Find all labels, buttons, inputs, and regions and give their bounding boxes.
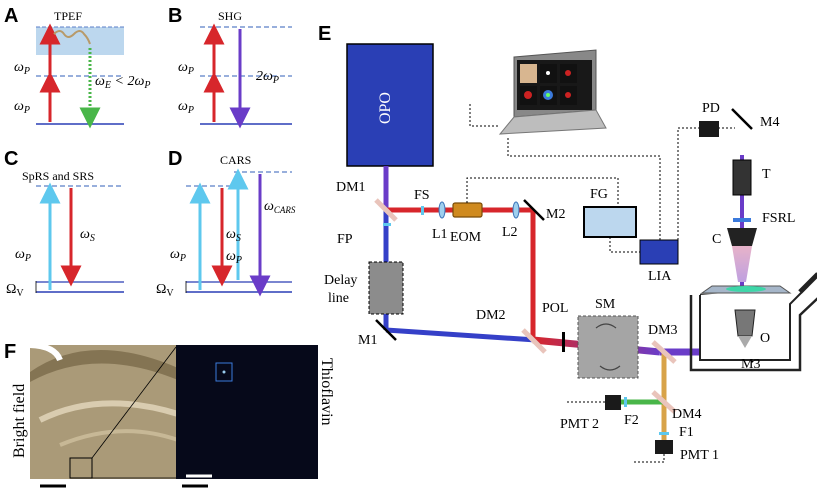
svg-text:SM: SM	[595, 297, 616, 312]
dm4	[651, 390, 677, 414]
panel-d-label: D	[168, 148, 182, 170]
panel-c-energy-diagram: SpRS and SRS ωP ωS ΩV	[6, 169, 124, 299]
cars-title: CARS	[220, 153, 251, 167]
opo-source	[346, 43, 434, 167]
dm1	[374, 198, 398, 222]
svg-text:PMT 1: PMT 1	[680, 448, 719, 463]
svg-text:ωP: ωP	[15, 247, 31, 264]
svg-text:ωP: ωP	[178, 60, 194, 77]
svg-text:ωS: ωS	[226, 227, 241, 244]
svg-text:O: O	[760, 331, 770, 346]
panel-f-images: Bright field Thioflavin	[11, 342, 335, 488]
svg-text:2ωP: 2ωP	[256, 69, 279, 86]
panel-b-energy-diagram: SHG ωP ωP 2ωP	[178, 9, 292, 129]
svg-text:F2: F2	[624, 413, 639, 428]
panel-e-setup: OPO	[324, 43, 817, 463]
svg-text:ωP: ωP	[178, 99, 194, 116]
svg-text:ωCARS: ωCARS	[264, 199, 296, 215]
svg-text:ωE < 2ωP: ωE < 2ωP	[95, 74, 150, 91]
svg-text:C: C	[712, 232, 721, 247]
bright-field-label: Bright field	[11, 384, 28, 458]
lock-in-amplifier	[639, 239, 679, 265]
condenser	[727, 228, 757, 246]
svg-text:Delay: Delay	[324, 273, 357, 288]
tpef-title: TPEF	[54, 9, 82, 23]
stokes-beam-horizontal	[385, 327, 537, 343]
pmt2	[605, 395, 621, 410]
m2	[523, 199, 545, 221]
svg-text:ΩV: ΩV	[156, 282, 174, 299]
function-generator	[583, 206, 637, 238]
panel-d-energy-diagram: CARS ωP ωS ωP ωCARS ΩV	[156, 153, 296, 299]
svg-text:DM3: DM3	[648, 323, 678, 338]
l2	[512, 201, 520, 219]
panel-c-label: C	[4, 148, 18, 170]
panel-a-energy-diagram: TPEF ωP ωP ωE < 2ωP	[14, 9, 150, 129]
svg-text:line: line	[328, 291, 349, 306]
delay-line	[368, 261, 404, 315]
svg-text:L2: L2	[502, 225, 518, 240]
svg-text:PMT 2: PMT 2	[560, 417, 599, 432]
laptop	[469, 49, 607, 135]
photodiode	[699, 121, 719, 137]
svg-text:FSRL: FSRL	[762, 211, 795, 226]
svg-text:ωP: ωP	[170, 247, 186, 264]
fs	[421, 206, 424, 215]
thioflavin-image	[176, 345, 318, 479]
pmt1	[655, 440, 673, 454]
panel-a-label: A	[4, 5, 18, 27]
thioflavin-label: Thioflavin	[318, 358, 335, 426]
svg-text:EOM: EOM	[450, 230, 482, 245]
svg-text:ωP: ωP	[226, 249, 242, 266]
svg-text:M3: M3	[741, 357, 760, 372]
svg-text:DM1: DM1	[336, 180, 366, 195]
panel-b-label: B	[168, 5, 182, 27]
panel-f-label: F	[4, 341, 16, 363]
m4	[731, 108, 753, 130]
svg-text:PD: PD	[702, 101, 720, 116]
dm3	[651, 340, 677, 364]
microscope	[689, 272, 817, 372]
svg-text:FS: FS	[414, 188, 430, 203]
telescope	[732, 159, 752, 196]
svg-text:FG: FG	[590, 187, 608, 202]
svg-text:L1: L1	[432, 227, 448, 242]
svg-text:DM2: DM2	[476, 308, 506, 323]
svg-text:ωS: ωS	[80, 227, 95, 244]
opo-label: OPO	[377, 92, 394, 124]
svg-text:FP: FP	[337, 232, 353, 247]
l1	[438, 201, 446, 219]
f2	[624, 397, 627, 407]
dm2	[521, 328, 547, 354]
condenser-cone	[732, 246, 752, 282]
srs-title: SpRS and SRS	[22, 169, 94, 183]
svg-text:M2: M2	[546, 207, 565, 222]
svg-text:ΩV: ΩV	[6, 282, 24, 299]
svg-text:POL: POL	[542, 301, 568, 316]
objective	[734, 309, 756, 337]
m1	[375, 319, 397, 341]
eom	[452, 202, 483, 218]
shg-title: SHG	[218, 9, 242, 23]
f1	[659, 432, 669, 435]
svg-text:F1: F1	[679, 425, 694, 440]
svg-text:ωP: ωP	[14, 60, 30, 77]
svg-text:DM4: DM4	[672, 407, 702, 422]
pol	[562, 332, 565, 352]
svg-text:M4: M4	[760, 115, 779, 130]
svg-text:M1: M1	[358, 333, 377, 348]
fsrl	[733, 218, 751, 222]
svg-text:T: T	[762, 167, 771, 182]
svg-text:LIA: LIA	[648, 269, 672, 284]
panel-e-label: E	[318, 23, 331, 45]
relaxation-wiggle	[53, 30, 91, 45]
sm	[577, 315, 639, 379]
svg-text:ωP: ωP	[14, 99, 30, 116]
